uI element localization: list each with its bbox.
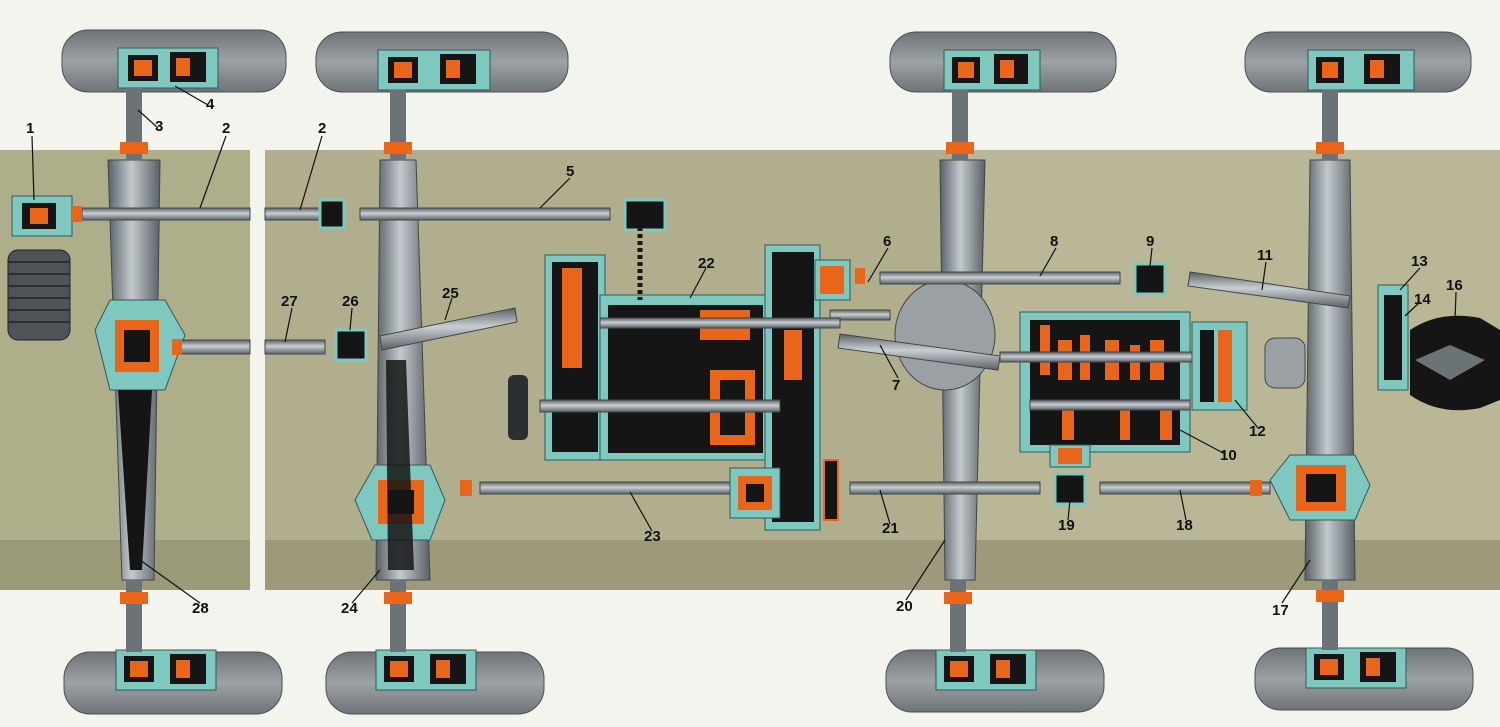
label-23: 23 <box>644 528 661 545</box>
middle-axle-housing <box>894 279 996 391</box>
label-28: 28 <box>192 600 209 617</box>
label-8: 8 <box>1050 233 1058 250</box>
transfer-case <box>508 220 851 531</box>
shaft-27 <box>264 339 326 355</box>
transfer-shaft-22 <box>599 317 841 329</box>
label-1: 1 <box>26 120 34 137</box>
part-labels: 1 2 2 3 4 5 6 7 8 9 10 11 12 13 14 16 17… <box>26 96 1463 619</box>
label-14: 14 <box>1414 291 1431 308</box>
hub-second-left <box>377 49 491 91</box>
label-17: 17 <box>1272 602 1289 619</box>
label-12: 12 <box>1249 423 1266 440</box>
second-differential <box>354 360 446 570</box>
label-24: 24 <box>341 600 358 617</box>
label-6: 6 <box>883 233 891 250</box>
label-26: 26 <box>342 293 359 310</box>
label-10: 10 <box>1220 447 1237 464</box>
label-25: 25 <box>442 285 459 302</box>
hub-rear-left <box>1307 49 1415 91</box>
wheel-hubs <box>115 47 1415 691</box>
front-differential <box>94 299 186 570</box>
label-16: 16 <box>1446 277 1463 294</box>
hub-front-right <box>115 649 217 691</box>
label-20: 20 <box>896 598 913 615</box>
shaft-6 <box>829 309 891 321</box>
shaft-front-diff <box>179 339 251 355</box>
axle-1-shaft-bottom <box>126 580 142 652</box>
label-2-rear: 2 <box>318 120 326 137</box>
label-19: 19 <box>1058 517 1075 534</box>
differentials <box>94 279 1371 570</box>
label-7: 7 <box>892 377 900 394</box>
coupling-19 <box>1053 472 1087 506</box>
coupling-26 <box>334 328 368 362</box>
shaft-2-front <box>81 207 251 221</box>
label-4: 4 <box>206 96 215 113</box>
transfer-input-shaft <box>539 399 781 413</box>
engine <box>1377 284 1500 411</box>
label-13: 13 <box>1411 253 1428 270</box>
shaft-18 <box>1099 481 1271 495</box>
coupling-9 <box>1133 262 1167 296</box>
leader-lines <box>31 85 1457 604</box>
engine-head <box>1415 345 1485 380</box>
label-5: 5 <box>566 163 574 180</box>
drive-shafts <box>81 207 1351 495</box>
label-2-front: 2 <box>222 120 230 137</box>
axle-3-shaft-bottom <box>950 580 966 652</box>
label-21: 21 <box>882 520 899 537</box>
coupling-shaft-2 <box>318 198 346 230</box>
flywheel-crank <box>1264 337 1306 389</box>
shaft-7 <box>837 333 1001 371</box>
label-18: 18 <box>1176 517 1193 534</box>
shaft-11 <box>1187 271 1351 309</box>
shaft-5 <box>359 207 611 221</box>
label-3: 3 <box>155 118 163 135</box>
hub-rear-right <box>1305 647 1407 689</box>
shaft-23 <box>479 481 731 495</box>
shaft-21 <box>849 481 1041 495</box>
couplings <box>72 198 1262 506</box>
shaft-25 <box>379 307 518 351</box>
brake-disc <box>823 459 839 521</box>
hub-second-right <box>375 649 477 691</box>
rear-differential <box>1269 454 1371 521</box>
axle-2-shaft-bottom <box>390 580 406 652</box>
label-22: 22 <box>698 255 715 272</box>
winch <box>7 195 73 341</box>
label-27: 27 <box>281 293 298 310</box>
shaft-8 <box>879 271 1121 285</box>
winch-drum <box>7 249 71 341</box>
coupling-5-end <box>623 198 667 232</box>
hub-third-left <box>943 49 1041 91</box>
gearbox <box>999 311 1306 468</box>
gearbox-counter-shaft <box>1029 399 1191 411</box>
main-panel-shadow <box>265 540 1500 590</box>
handwheel <box>508 375 528 440</box>
label-9: 9 <box>1146 233 1154 250</box>
label-11: 11 <box>1257 247 1273 264</box>
hub-third-right <box>935 649 1037 691</box>
hub-front-left <box>117 47 219 89</box>
